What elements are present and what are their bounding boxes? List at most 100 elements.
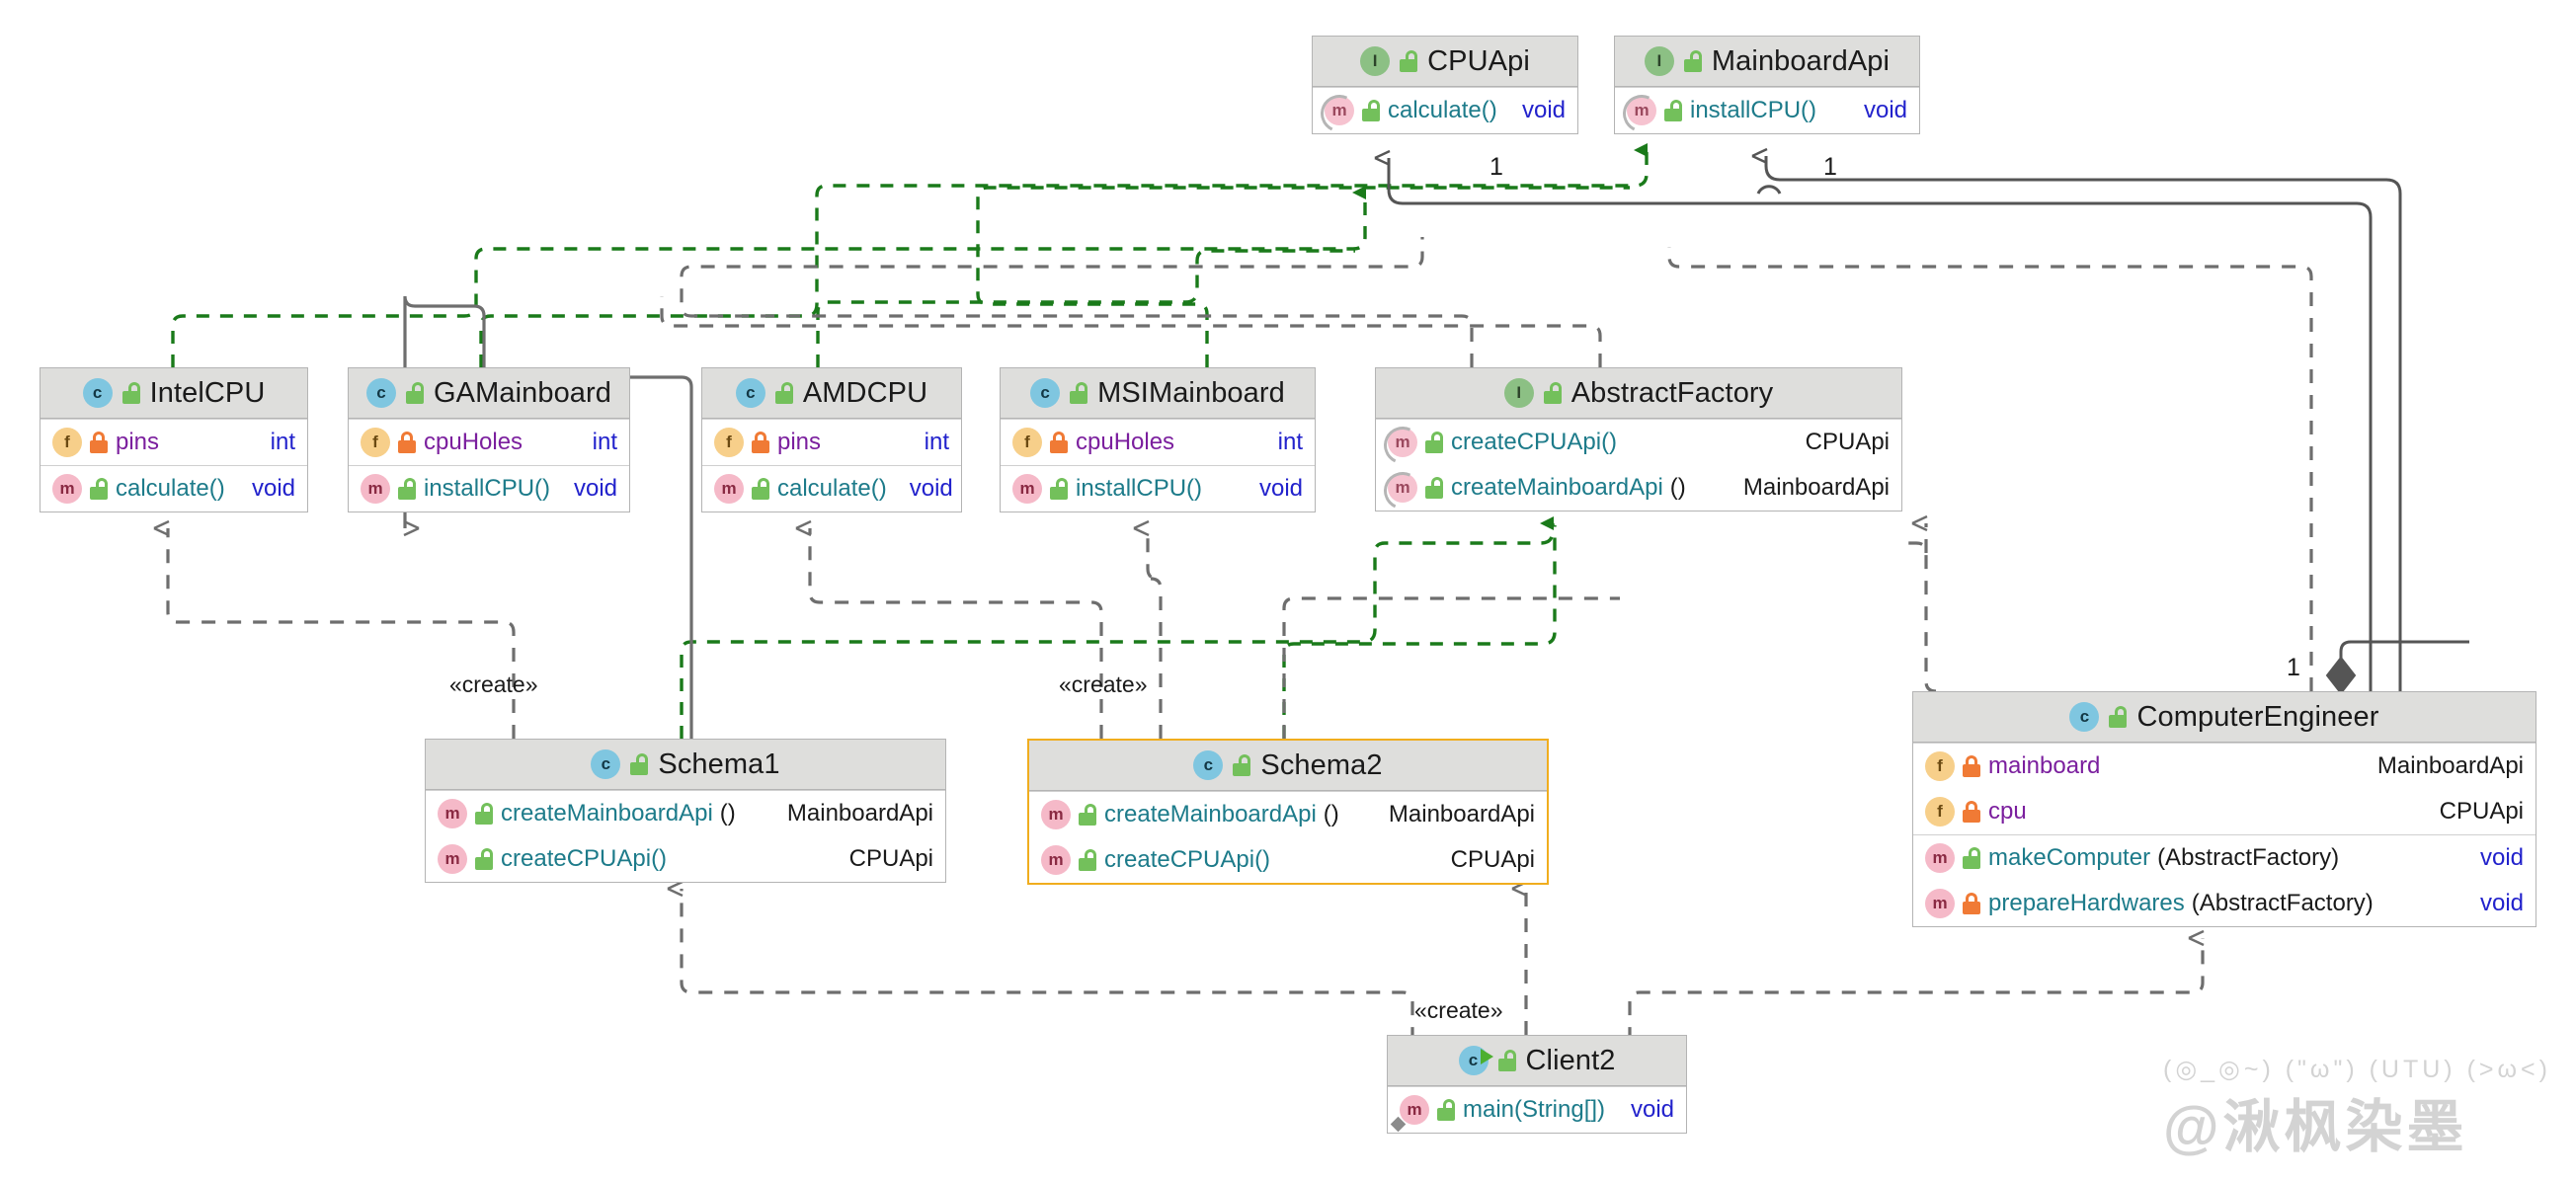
edge-label-create-schema2: «create» [1059, 671, 1148, 697]
class-node-msimainboard[interactable]: c MSIMainboard f cpuHoles int m installC… [1000, 367, 1316, 512]
public-lock-icon [1663, 100, 1683, 121]
member-row[interactable]: f cpuHoles int [349, 420, 629, 465]
member-row[interactable]: m installCPU() void [1001, 466, 1315, 512]
dependency-edges [168, 237, 2313, 1063]
member-section: m calculate() void [1313, 87, 1577, 138]
member-row[interactable]: m createCPUApi() CPUApi [1376, 420, 1901, 470]
member-row[interactable]: m createCPUApi() CPUApi [426, 836, 945, 882]
association-edges: CPUApi (1) --> MainboardApi (1) --> [1389, 156, 2469, 691]
class-title: MainboardApi [1711, 44, 1891, 77]
class-icon: c [365, 378, 396, 408]
member-row[interactable]: f pins int [702, 420, 961, 465]
member-row[interactable]: m createMainboardApi () MainboardApi [1029, 792, 1547, 837]
member-params: () [1669, 474, 1686, 501]
public-lock-icon [1497, 1050, 1517, 1071]
watermark-kaomoji: (◎_◎~) ("ω") (UTU) (>ω<) [2163, 1056, 2551, 1083]
class-node-mainboardapi[interactable]: I MainboardApi m installCPU() void [1614, 36, 1920, 138]
member-row[interactable]: m makeComputer (AbstractFactory) void [1913, 835, 2536, 881]
member-type: CPUApi [1805, 429, 1890, 455]
method-section: m main(String[]) void [1388, 1086, 1686, 1133]
multiplicity-computerengineer: 1 [2287, 654, 2300, 681]
member-name: installCPU() [1690, 97, 1817, 123]
method-icon: m [438, 844, 467, 874]
method-icon: m [52, 474, 82, 504]
method-section: m installCPU() void [1001, 465, 1315, 512]
public-lock-icon [1436, 1099, 1456, 1121]
member-name: cpuHoles [1076, 429, 1175, 455]
edge-label-create-schema1: «create» [449, 671, 538, 697]
class-header: c Schema2 [1029, 741, 1547, 791]
member-type: int [924, 429, 949, 455]
method-icon: m [1041, 845, 1071, 875]
private-lock-icon [89, 432, 109, 453]
member-name: main(String[]) [1463, 1096, 1606, 1123]
private-lock-icon [397, 432, 417, 453]
class-node-amdcpu[interactable]: c AMDCPU f pins int m calculate() void [701, 367, 962, 512]
member-row[interactable]: m calculate() void [1313, 88, 1577, 138]
public-lock-icon [774, 382, 794, 404]
method-icon: m [1925, 889, 1955, 918]
class-header: c AMDCPU [702, 368, 961, 419]
member-row[interactable]: m installCPU() void [1615, 88, 1919, 138]
member-row[interactable]: m calculate() void [702, 466, 961, 512]
public-lock-icon [1361, 100, 1381, 121]
class-node-client2[interactable]: c Client2 m main(String[]) void [1387, 1035, 1687, 1134]
public-lock-icon [1049, 478, 1069, 500]
public-lock-icon [397, 478, 417, 500]
member-name: calculate() [116, 475, 225, 502]
edge-label-create-client2: «create» [1414, 997, 1503, 1023]
public-lock-icon [121, 382, 141, 404]
class-node-schema1[interactable]: c Schema1 m createMainboardApi () Mainbo… [425, 739, 946, 883]
class-node-computerengineer[interactable]: c ComputerEngineer f mainboard Mainboard… [1912, 691, 2536, 927]
member-row[interactable]: f cpu CPUApi [1913, 789, 2536, 834]
class-node-cpuapi[interactable]: I CPUApi m calculate() void [1312, 36, 1578, 138]
member-params: () [719, 800, 736, 827]
class-title: GAMainboard [433, 376, 612, 409]
member-row[interactable]: m main(String[]) void [1388, 1087, 1686, 1133]
member-name: createMainboardApi [501, 800, 713, 827]
static-method-icon: m [1390, 1095, 1429, 1133]
field-icon: f [1012, 428, 1042, 457]
member-row[interactable]: m createMainboardApi () MainboardApi [1376, 465, 1901, 515]
member-type: int [592, 429, 617, 455]
class-header: I AbstractFactory [1376, 368, 1901, 419]
class-header: c Schema1 [426, 740, 945, 790]
member-row[interactable]: f mainboard MainboardApi [1913, 744, 2536, 789]
member-name: pins [777, 429, 822, 455]
class-icon: c [2069, 702, 2100, 732]
member-row[interactable]: m calculate() void [40, 466, 307, 512]
public-lock-icon [1543, 382, 1563, 404]
class-header: I MainboardApi [1615, 37, 1919, 87]
member-row[interactable]: m prepareHardwares (AbstractFactory) voi… [1913, 881, 2536, 926]
member-row[interactable]: f cpuHoles int [1001, 420, 1315, 465]
class-header: I CPUApi [1313, 37, 1577, 87]
member-name: calculate() [1388, 97, 1497, 123]
method-section: m calculate() void [40, 465, 307, 512]
member-params: () [1323, 801, 1339, 827]
public-lock-icon [2108, 706, 2128, 728]
field-section: f pins int [40, 419, 307, 465]
member-type: void [573, 475, 617, 502]
class-title: AMDCPU [802, 376, 928, 409]
class-node-intelcpu[interactable]: c IntelCPU f pins int m calculate() void [40, 367, 308, 512]
class-node-schema2[interactable]: c Schema2 m createMainboardApi () Mainbo… [1027, 739, 1549, 885]
field-section: f cpuHoles int [1001, 419, 1315, 465]
class-icon: c [1193, 750, 1224, 780]
class-header: c MSIMainboard [1001, 368, 1315, 419]
realization-edges [171, 143, 1649, 739]
member-name: mainboard [1988, 752, 2101, 779]
class-node-gamainboard[interactable]: c GAMainboard f cpuHoles int m installCP… [348, 367, 630, 512]
class-node-abstractfactory[interactable]: I AbstractFactory m createCPUApi() CPUAp… [1375, 367, 1902, 515]
member-row[interactable]: m createCPUApi() CPUApi [1029, 837, 1547, 883]
public-lock-icon [1078, 849, 1097, 871]
member-row[interactable]: f pins int [40, 420, 307, 465]
member-row[interactable]: m createMainboardApi () MainboardApi [426, 791, 945, 836]
class-icon: c [735, 378, 765, 408]
field-icon: f [1925, 797, 1955, 827]
method-icon: m [1315, 89, 1364, 138]
class-title: ComputerEngineer [2136, 700, 2379, 733]
member-type: void [909, 475, 953, 502]
composition-diamond [2325, 656, 2357, 695]
member-row[interactable]: m installCPU() void [349, 466, 629, 512]
